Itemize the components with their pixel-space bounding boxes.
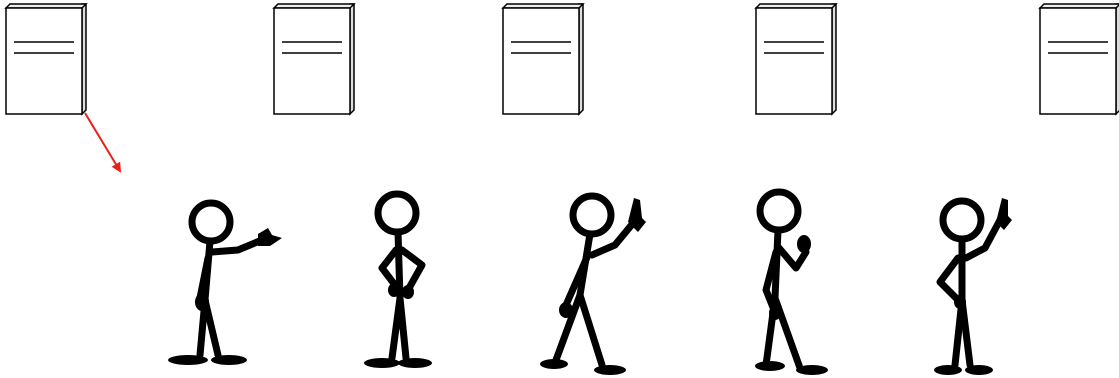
arrow [85, 113, 120, 171]
document-icon [503, 4, 583, 114]
stick-figure [934, 198, 1012, 375]
document-icon [756, 4, 836, 114]
stick-figure [755, 192, 828, 375]
document-icon [1040, 4, 1119, 114]
document-icon [6, 4, 86, 114]
document-icon [274, 4, 354, 114]
stick-figure [540, 196, 646, 375]
stick-figure [168, 203, 282, 365]
stick-figure [364, 194, 432, 368]
